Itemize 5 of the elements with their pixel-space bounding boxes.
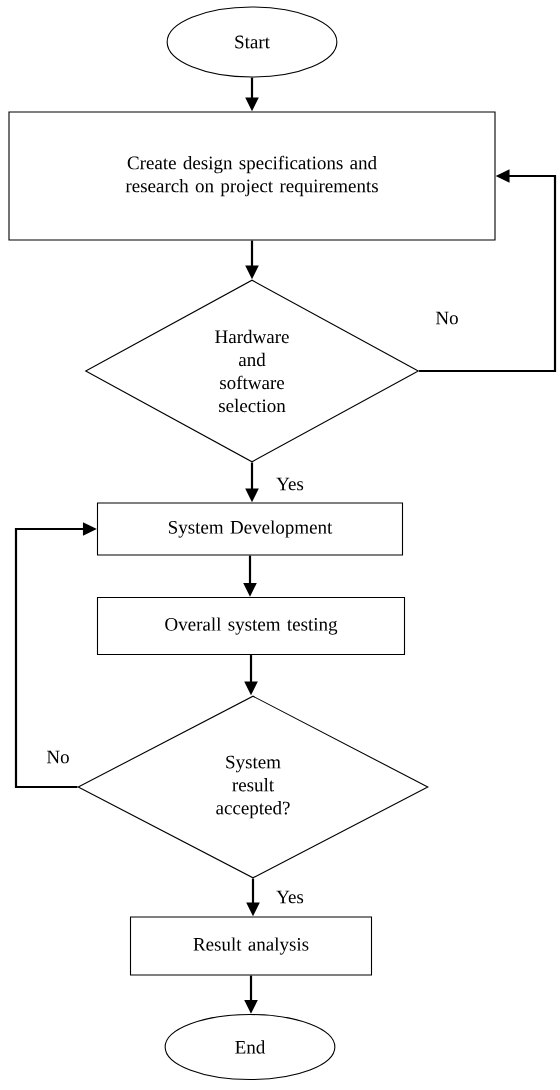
process-box: Create design specifications and research on project requirements bbox=[8, 111, 496, 241]
arrow bbox=[419, 169, 557, 373]
process-box: Overall system testing bbox=[96, 596, 406, 656]
process-box: Result analysis bbox=[129, 916, 373, 976]
process-box: System Development bbox=[96, 502, 404, 556]
